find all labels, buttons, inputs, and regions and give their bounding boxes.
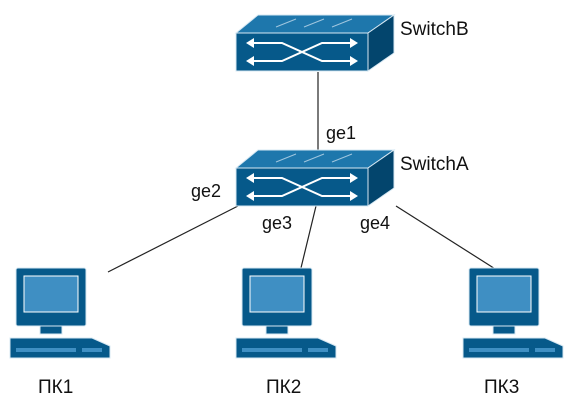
pc2-node: ПК2 bbox=[235, 267, 337, 396]
port-label-ge3: ge3 bbox=[262, 213, 292, 233]
pc3-label: ПК3 bbox=[484, 377, 519, 396]
desktop-computer-icon bbox=[235, 267, 337, 359]
network-switch-icon bbox=[235, 149, 395, 207]
switchB-label: SwitchB bbox=[400, 19, 469, 40]
link-switchA-pc3 bbox=[395, 205, 501, 273]
switchB-node: SwitchB bbox=[235, 14, 469, 72]
switchA-label: SwitchA bbox=[400, 154, 469, 175]
desktop-computer-icon bbox=[9, 267, 111, 359]
pc2-label: ПК2 bbox=[266, 377, 301, 396]
network-switch-icon bbox=[235, 14, 395, 72]
port-label-ge1: ge1 bbox=[326, 123, 356, 143]
port-label-ge4: ge4 bbox=[360, 213, 390, 233]
link-switchA-pc1 bbox=[107, 205, 239, 273]
desktop-computer-icon bbox=[462, 267, 564, 359]
pc1-label: ПК1 bbox=[38, 377, 73, 396]
pc3-node: ПК3 bbox=[462, 267, 564, 396]
pc1-node: ПК1 bbox=[9, 267, 111, 396]
link-switchA-pc2 bbox=[299, 205, 317, 273]
switchA-node: SwitchA bbox=[235, 149, 469, 207]
port-label-ge2: ge2 bbox=[191, 181, 221, 201]
